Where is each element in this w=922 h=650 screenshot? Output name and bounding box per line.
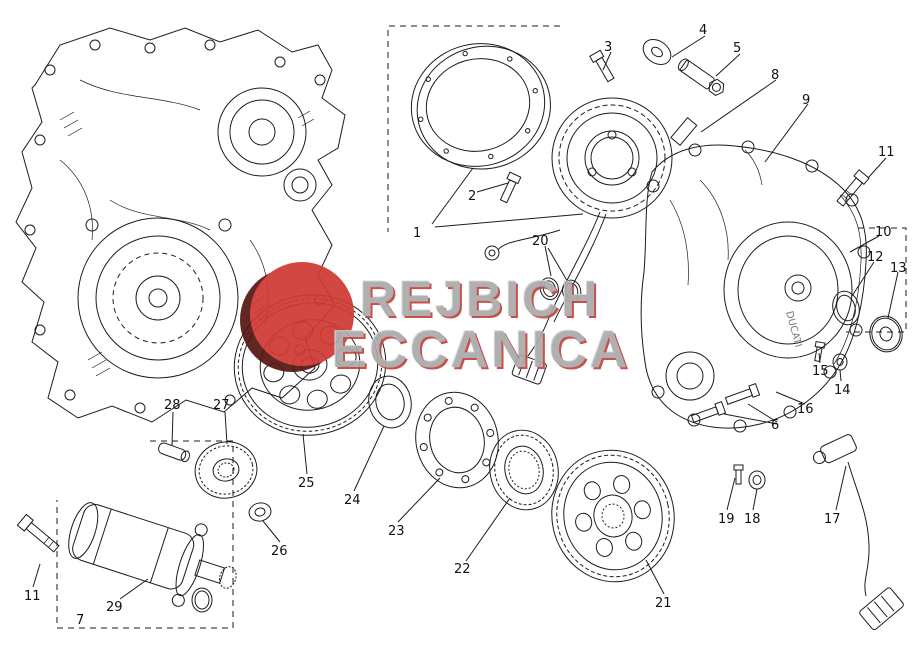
part-label-24: 24: [344, 493, 361, 508]
bolt-6: [690, 400, 727, 423]
washer-4: [642, 39, 672, 65]
sensor-17: [812, 434, 904, 631]
part-label-9: 9: [802, 93, 811, 108]
part-label-28: 28: [164, 398, 181, 413]
part-label-4: 4: [699, 23, 708, 38]
watermark: REJBICH ECCANICA: [232, 262, 702, 392]
o-rings-20: [539, 277, 582, 303]
part-label-18: 18: [744, 512, 761, 527]
bolt-3: [589, 49, 615, 83]
watermark-text-line1: REJBICH: [360, 271, 601, 327]
washer-18: [748, 470, 766, 490]
part-label-1: 1: [413, 226, 422, 241]
part-label-22: 22: [454, 562, 471, 577]
idle-sprocket-27: [194, 441, 258, 499]
part-label-20: 20: [532, 234, 549, 249]
part-label-13: 13: [890, 261, 907, 276]
bolt-11-bottom: [16, 513, 60, 553]
starter-sprocket-21: [551, 449, 675, 583]
part-label-26: 26: [271, 544, 288, 559]
key-8: [670, 116, 698, 147]
pin-28: [158, 442, 191, 463]
spacer-ring-24: [368, 375, 412, 429]
dashed-group-boxes: [56, 25, 907, 629]
part-label-14: 14: [834, 383, 851, 398]
watermark-text-line2: ECCANICA: [332, 321, 631, 379]
bolt-2: [499, 171, 522, 204]
cover-brand-text: DUCATI: [783, 310, 803, 349]
part-label-6: 6: [771, 418, 780, 433]
part-label-2: 2: [468, 189, 477, 204]
part-label-7: 7: [76, 613, 85, 628]
starter-motor-29: [68, 502, 237, 607]
part-label-25: 25: [298, 476, 315, 491]
starter-o-ring: [191, 587, 213, 613]
screw-19: [733, 464, 744, 485]
part-label-19: 19: [718, 512, 735, 527]
stator-assembly: [484, 97, 673, 385]
bolt-16: [724, 382, 761, 405]
flywheel-ring: [410, 43, 551, 170]
part-label-27: 27: [213, 398, 230, 413]
part-label-17: 17: [824, 512, 841, 527]
part-label-16: 16: [797, 402, 814, 417]
ring-12: [832, 290, 860, 326]
part-label-10: 10: [875, 225, 892, 240]
part-label-3: 3: [604, 40, 613, 55]
part-label-8: 8: [771, 68, 780, 83]
flange-23: [415, 391, 499, 489]
shaft-5: [677, 58, 725, 96]
part-label-5: 5: [733, 41, 742, 56]
gasket-9: [744, 149, 763, 186]
screw-15: [814, 340, 826, 363]
bolt-11-top: [836, 169, 870, 207]
part-label-11-bottom: 11: [24, 589, 41, 604]
part-label-21: 21: [655, 596, 672, 611]
part-label-15: 15: [812, 364, 829, 379]
plug-13: [869, 315, 903, 353]
watermark-logo-circle: [240, 262, 354, 372]
leader-lines: [32, 35, 899, 600]
part-label-23: 23: [388, 524, 405, 539]
part-label-12: 12: [867, 250, 884, 265]
part-label-11-top: 11: [878, 145, 895, 160]
part-label-29: 29: [106, 600, 123, 615]
one-way-clutch-22: [489, 429, 559, 511]
washer-26: [248, 502, 272, 522]
